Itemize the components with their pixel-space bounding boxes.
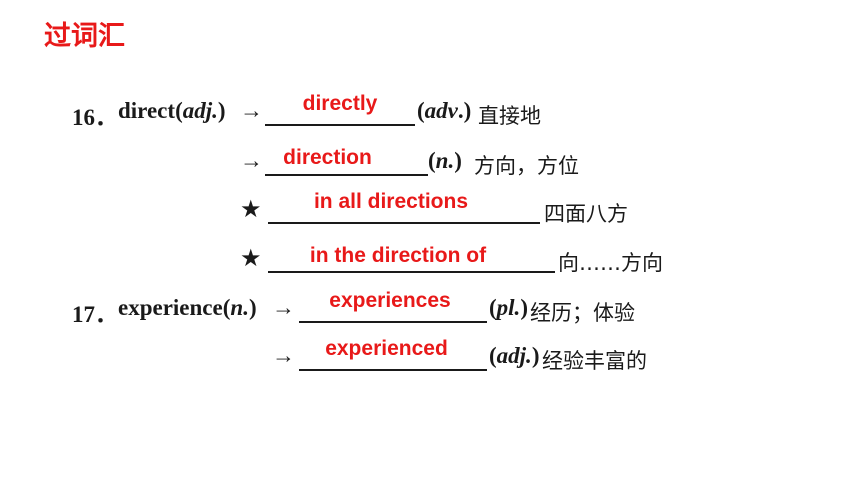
answer-blank [265,124,415,126]
headword-pos: adj. [182,98,218,123]
headword: experience [118,295,223,320]
arrow-icon: → [272,343,295,368]
pos-wrap: (adj.) [489,343,540,368]
arrow-icon: → [272,295,295,320]
answer-blank [268,271,555,273]
star-icon: ★ [240,246,262,272]
arrow-icon: → [240,148,263,173]
form-pos: adj. [496,343,532,368]
answer-text: in the direction of [309,244,487,267]
answer-blank [299,321,487,323]
section-title: 过词汇 [44,21,125,52]
entry-16-line-4: ★ in the direction of 向……方向 [240,244,690,275]
answer-text: experienced [325,337,448,360]
answer-text: directly [302,92,378,115]
headword-wrap: direct(adj.) [118,98,226,123]
form-pos: adv [424,98,458,123]
headword-pos: n. [230,295,249,320]
entry-number: 16． [72,105,118,130]
entry-17-line-1: 17． experience(n.) → experiences (pl.) 经… [72,289,692,327]
answer-blank [265,174,428,176]
meaning: 方向，方位 [474,154,579,178]
form-pos: pl. [496,295,521,320]
meaning: 经历；体验 [530,301,635,325]
star-icon: ★ [240,197,262,223]
headword-wrap: experience(n.) [118,295,257,320]
answer-text: experiences [329,289,451,312]
pos-wrap: (pl.) [489,295,528,320]
meaning: 直接地 [478,104,541,128]
form-pos: n. [435,148,455,173]
answer-blank [299,369,487,371]
meaning: 向……方向 [558,251,663,275]
answer-text: in all directions [313,190,469,213]
answer-blank [268,222,540,224]
entry-16-line-3: ★ in all directions 四面八方 [240,190,660,226]
entry-16-line-2: → direction (n.) 方向，方位 [240,146,640,178]
arrow-icon: → [240,98,263,123]
pos-wrap: (adv.) [417,98,472,123]
meaning: 经验丰富的 [542,349,647,373]
meaning: 四面八方 [544,202,628,226]
entry-16-line-1: 16． direct(adj.) → directly (adv.) 直接地 [72,92,632,130]
answer-text: direction [283,146,372,169]
headword: direct [118,98,176,123]
entry-number: 17． [72,302,118,327]
pos-wrap: (n.) [428,148,462,173]
entry-17-line-2: → experienced (adj.) 经验丰富的 [272,337,692,373]
